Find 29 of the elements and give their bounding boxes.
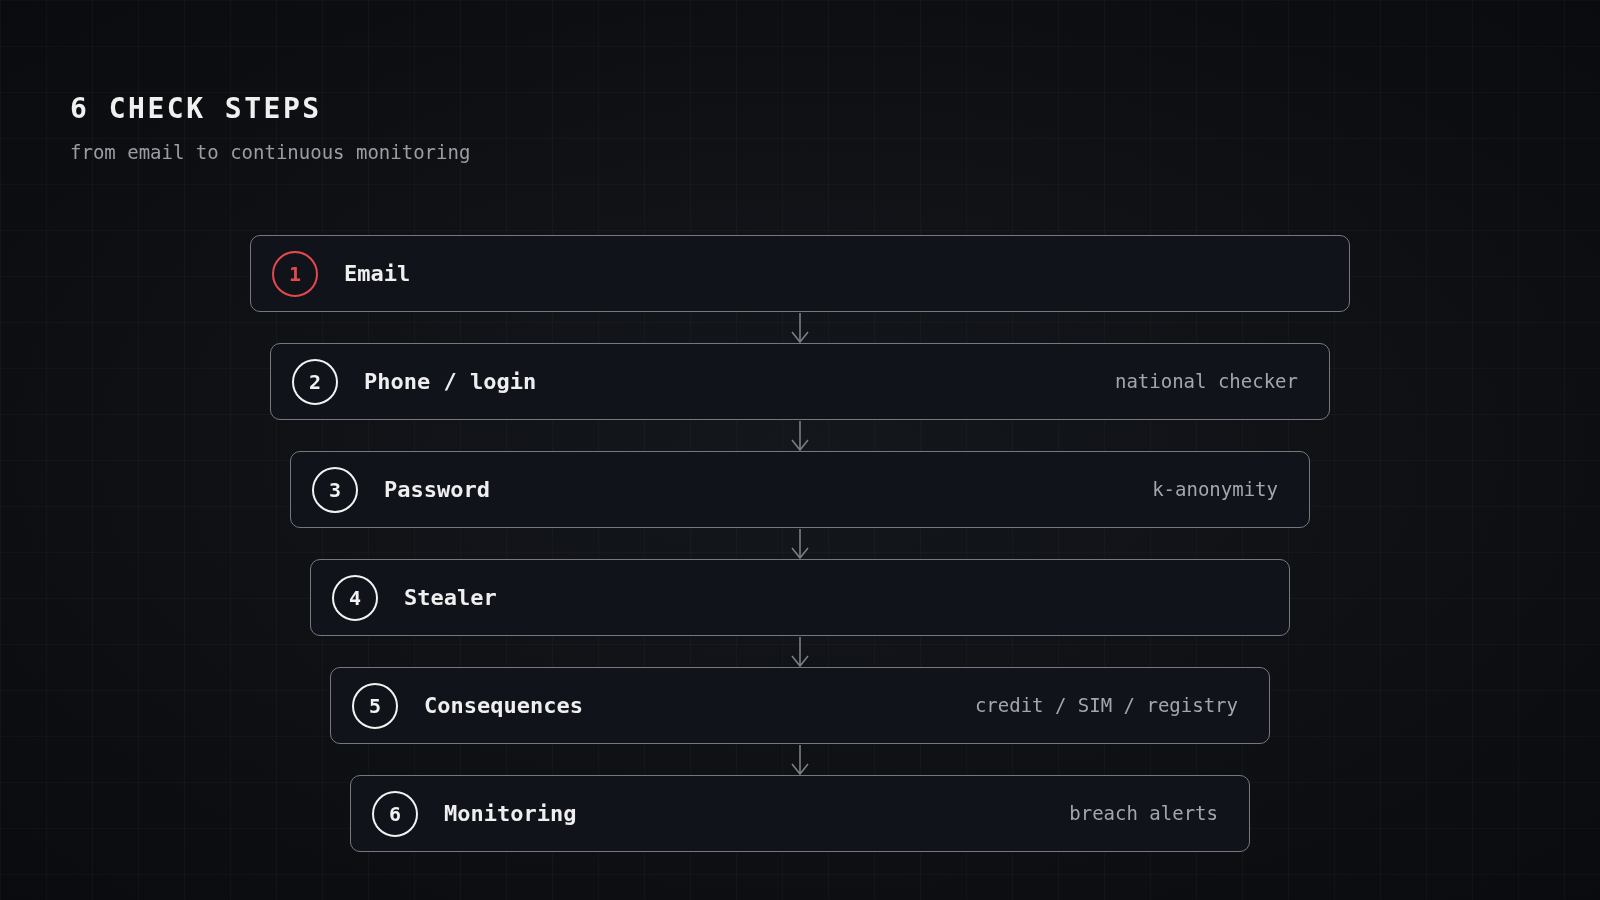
step-title: Consequences bbox=[424, 692, 583, 720]
step-box bbox=[290, 451, 1310, 528]
step-box bbox=[310, 559, 1290, 636]
diagram-title: 6 CHECK STEPS bbox=[70, 92, 323, 126]
step-number: 4 bbox=[332, 574, 378, 621]
step-number: 6 bbox=[372, 790, 418, 837]
step-number: 2 bbox=[292, 358, 338, 405]
arrow bbox=[791, 528, 809, 559]
step-title: Phone / login bbox=[364, 368, 537, 396]
step-box bbox=[250, 235, 1350, 312]
step-box bbox=[270, 343, 1330, 420]
step-title: Stealer bbox=[404, 584, 497, 612]
subtitle: from email to continuous monitoring bbox=[70, 140, 471, 164]
step-number: 3 bbox=[312, 466, 358, 513]
arrow bbox=[791, 744, 809, 775]
step-box bbox=[350, 775, 1250, 852]
arrow bbox=[791, 312, 809, 343]
step-note: k-anonymity bbox=[1152, 477, 1278, 503]
step-number: 1 bbox=[272, 250, 318, 297]
step-box bbox=[330, 667, 1270, 744]
step-note: national checker bbox=[1114, 369, 1298, 395]
arrow bbox=[791, 420, 809, 451]
step-note: credit / SIM / registry bbox=[974, 693, 1238, 719]
step-note: breach alerts bbox=[1069, 801, 1218, 827]
step-number: 5 bbox=[352, 682, 398, 729]
step-title: Password bbox=[384, 476, 490, 504]
step-title: Email bbox=[344, 260, 411, 288]
arrow bbox=[791, 636, 809, 667]
step-title: Monitoring bbox=[444, 800, 577, 828]
